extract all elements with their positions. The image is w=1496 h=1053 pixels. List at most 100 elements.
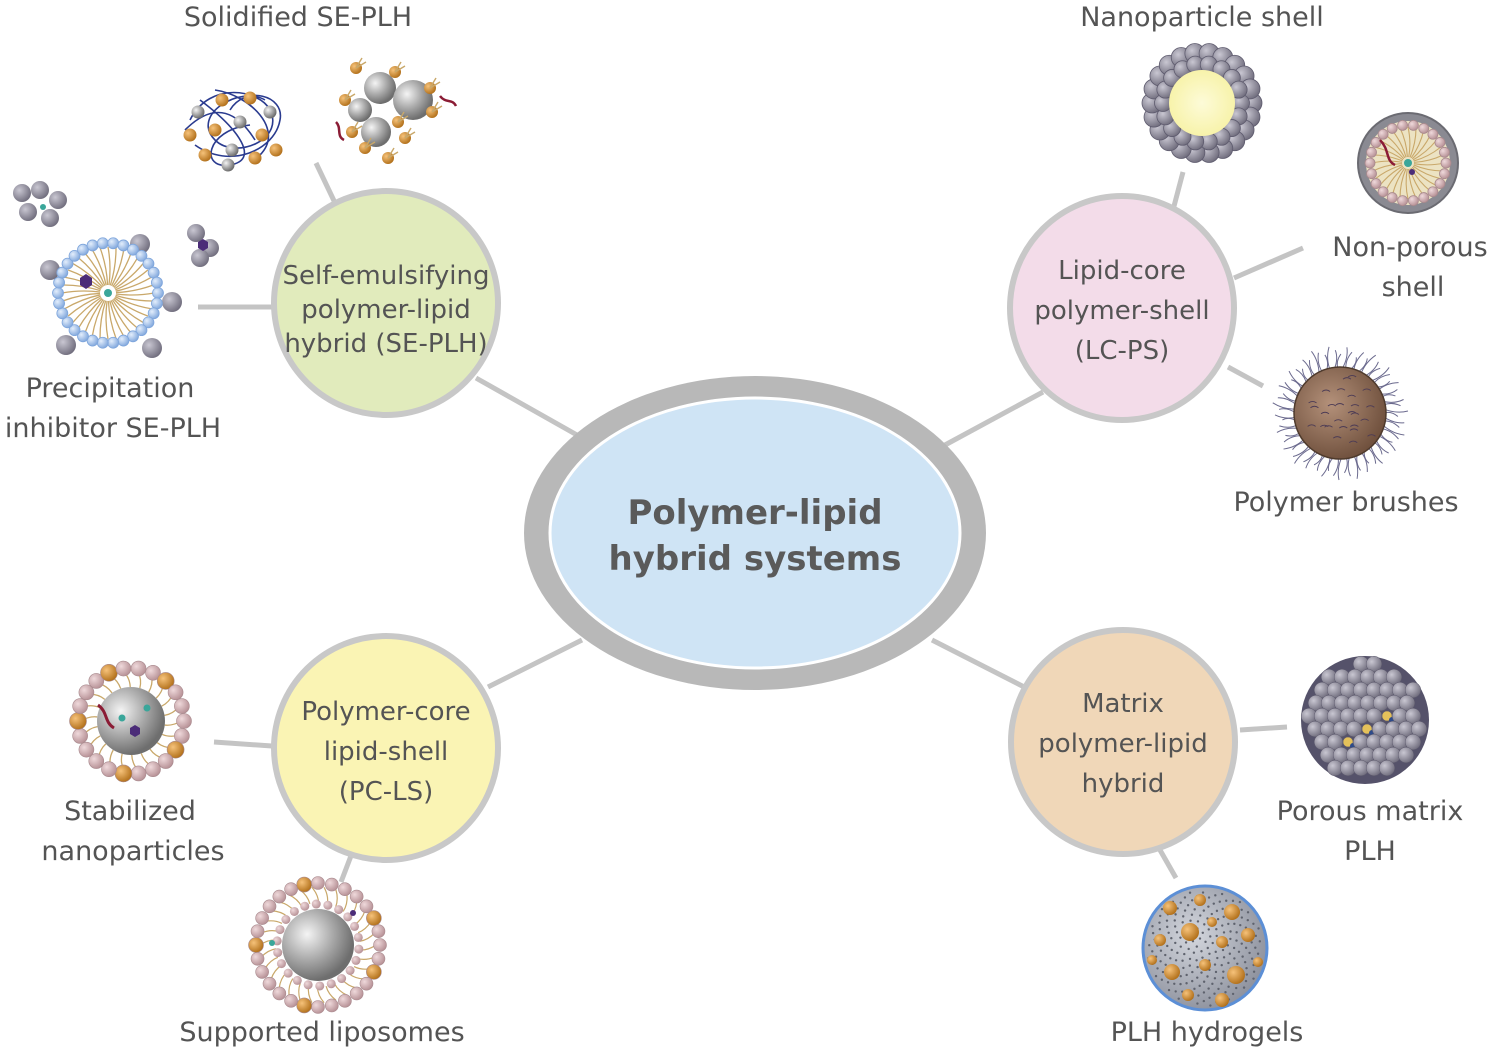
lipid-head-inner (326, 979, 336, 989)
lipid-head (324, 877, 339, 892)
lipid-head (77, 330, 89, 343)
polymer-chain (1333, 419, 1343, 422)
gel-pore (1208, 952, 1211, 955)
lipid-head (1377, 128, 1389, 140)
node-matrix: Matrix polymer-lipid hybrid (1008, 627, 1238, 857)
lipid-head (152, 287, 164, 299)
polymer-chain (1350, 412, 1360, 415)
lipid-head (1439, 168, 1450, 180)
gel-pore (1179, 945, 1182, 948)
gel-pore (1227, 922, 1230, 926)
lipid-tail (351, 121, 363, 133)
lipid-particle (1154, 934, 1166, 946)
lipid-head (349, 889, 364, 904)
lipid-tail (111, 249, 125, 287)
gel-pore (1209, 1004, 1212, 1007)
lipid-head (176, 713, 192, 729)
lipid-head (68, 249, 81, 262)
gel-pore (1202, 980, 1206, 983)
lipid-tail (333, 983, 348, 996)
gel-pore (1233, 957, 1236, 960)
gel-pore (1233, 922, 1236, 926)
gel-pore (1231, 899, 1235, 903)
gel-pore (1184, 941, 1188, 944)
lipid-tail (355, 57, 367, 69)
lipid-bead (248, 151, 262, 165)
gel-pore (1214, 950, 1217, 954)
lipid-head (107, 237, 120, 250)
lipid-bead (198, 148, 212, 162)
lipid-particle (1164, 964, 1180, 980)
lipid-head (86, 239, 99, 252)
polymer-brushes-core (1293, 366, 1387, 460)
lipid-tail (1409, 127, 1417, 158)
gel-pore (1215, 934, 1218, 938)
polymer-sphere (361, 117, 391, 147)
gel-pore (1215, 909, 1219, 913)
polymer-bead (49, 191, 67, 209)
lipid-tail (64, 294, 101, 310)
lipid-head (366, 964, 382, 980)
lipid-head (371, 924, 386, 939)
connector-nanoparticle-shell (1170, 171, 1186, 211)
gel-pore (1208, 996, 1211, 999)
gel-pore (1212, 902, 1215, 905)
lipid-particle (1215, 993, 1229, 1007)
lipid-tail (1375, 164, 1403, 180)
lipid-head (88, 753, 105, 769)
lipid-particle (1207, 917, 1217, 927)
gel-pore (1179, 901, 1182, 904)
lipid-tail (342, 894, 348, 912)
gel-pore (1229, 930, 1232, 933)
lipid-head (88, 673, 105, 689)
lipid-head (56, 307, 69, 320)
gel-pore (1186, 903, 1190, 907)
gel-pore (1173, 982, 1176, 986)
polymer-chain (1307, 424, 1316, 427)
polymer-chain (1367, 434, 1376, 437)
nanoparticle-shell-icon (1141, 43, 1263, 163)
lipid-head (1364, 157, 1376, 169)
connector-hydrogels (1157, 848, 1179, 880)
polymer-chain (1308, 400, 1317, 404)
lipid-head (349, 986, 364, 1001)
polymer-chain (1342, 377, 1352, 380)
connector-polymer-brushes (1226, 364, 1265, 389)
node-matrix-circle (1008, 627, 1238, 857)
lipid-head (255, 911, 269, 925)
lipid-head (147, 266, 160, 279)
lipid-head (142, 316, 155, 329)
connector-solidified (313, 161, 339, 207)
connector-stabilized (213, 739, 273, 749)
lipid-tail (112, 252, 132, 287)
lipid-head (1408, 119, 1419, 131)
polymer-chain (1347, 374, 1357, 378)
lipid-tail (364, 137, 376, 149)
lipid-head (1440, 157, 1452, 169)
lipid-head (114, 764, 133, 783)
gel-pore (1214, 894, 1217, 897)
drug-hexagon (198, 239, 208, 251)
gel-pore (1256, 952, 1260, 955)
polymer-bead (191, 249, 209, 267)
lipid-head-inner (353, 932, 363, 942)
lipid-head-inner (292, 975, 302, 985)
lipid-bead (269, 143, 283, 157)
polymer-chain (335, 121, 345, 142)
gel-pore (1174, 959, 1178, 962)
lipid-tail (1413, 146, 1441, 162)
gel-pore (1250, 941, 1253, 944)
gel-pore (1225, 899, 1228, 902)
lipid-tail (67, 295, 101, 317)
outer-labels: Solidified SE-PLH Precipitation inhibito… (5, 2, 1488, 1048)
lipid-head (52, 287, 64, 299)
lipid-head (78, 684, 95, 701)
gel-pore (1166, 925, 1169, 929)
node-se-plh: Self-emulsifying polymer-lipid hybrid (S… (271, 188, 501, 418)
lipid-head (250, 951, 265, 966)
lipid-tail (115, 269, 149, 291)
gel-pore (1193, 987, 1196, 991)
lipid-particle (1182, 989, 1194, 1001)
gel-pore (1151, 925, 1154, 928)
lipid-head (1408, 195, 1419, 207)
